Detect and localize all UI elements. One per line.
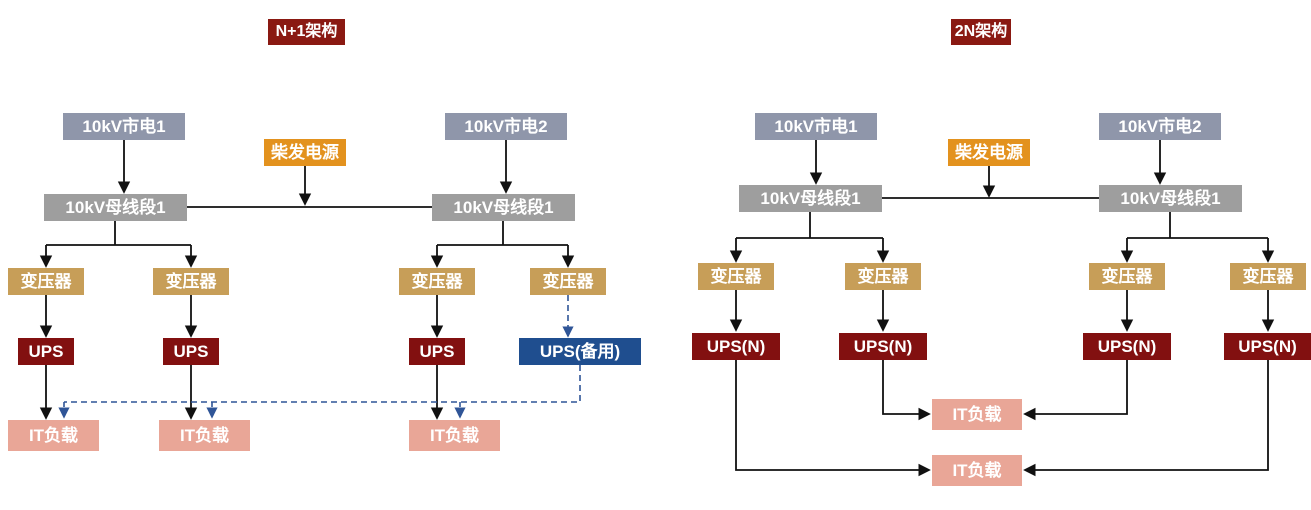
2n-ups3-to-itload1-arrow: [1023, 360, 1128, 421]
2n-ups4-to-itload2-arrow: [1023, 360, 1269, 477]
n1-itload1-box: IT负载: [8, 420, 99, 451]
n1-bus2-branch-line: [437, 221, 568, 246]
2n-itload1-box: IT负载: [932, 399, 1022, 430]
n1-diesel-box: 柴发电源: [264, 139, 346, 166]
n1-backup-trunk-dashed-line: [64, 365, 581, 403]
2n-ups4-box: UPS(N): [1224, 333, 1311, 360]
n1-diagram-wires: [39, 139, 575, 420]
2n-diesel-box: 柴发电源: [948, 139, 1030, 166]
2n-bus1-box: 10kV母线段1: [739, 185, 882, 212]
n1-utility1-box: 10kV市电1: [63, 113, 185, 140]
2n-ups3-box: UPS(N): [1083, 333, 1171, 360]
n1-utility2-box: 10kV市电2: [445, 113, 567, 140]
2n-ups2-to-itload1-arrow: [882, 360, 931, 421]
n1-itload2-box: IT负载: [159, 420, 250, 451]
n1-ups3-box: UPS: [409, 338, 465, 365]
n1-bus2-box: 10kV母线段1: [432, 194, 575, 221]
2n-ups1-to-itload2-arrow: [735, 360, 931, 477]
n1-transformer1-box: 变压器: [8, 268, 84, 295]
2n-title: 2N架构: [951, 19, 1011, 45]
2n-transformer2-box: 变压器: [845, 263, 921, 290]
2n-utility2-box: 10kV市电2: [1099, 113, 1221, 140]
n1-ups2-box: UPS: [163, 338, 219, 365]
2n-bus2-box: 10kV母线段1: [1099, 185, 1242, 212]
2n-ups1-box: UPS(N): [692, 333, 780, 360]
n1-ups-backup-box: UPS(备用): [519, 338, 641, 365]
n1-bus1-box: 10kV母线段1: [44, 194, 187, 221]
2n-bus1-branch-line: [736, 212, 883, 239]
n1-transformer4-box: 变压器: [530, 268, 606, 295]
n1-transformer3-box: 变压器: [399, 268, 475, 295]
n1-bus1-branch-line: [46, 221, 191, 246]
2n-transformer1-box: 变压器: [698, 263, 774, 290]
n1-backup-dashed-wires: [58, 295, 581, 419]
n1-itload3-box: IT负载: [409, 420, 500, 451]
n1-title: N+1架构: [268, 19, 345, 45]
2n-transformer3-box: 变压器: [1089, 263, 1165, 290]
2n-ups2-box: UPS(N): [839, 333, 927, 360]
2n-itload2-box: IT负载: [932, 455, 1022, 486]
n1-transformer2-box: 变压器: [153, 268, 229, 295]
2n-bus2-branch-line: [1127, 212, 1268, 239]
n1-ups1-box: UPS: [18, 338, 74, 365]
2n-transformer4-box: 变压器: [1230, 263, 1306, 290]
2n-utility1-box: 10kV市电1: [755, 113, 877, 140]
